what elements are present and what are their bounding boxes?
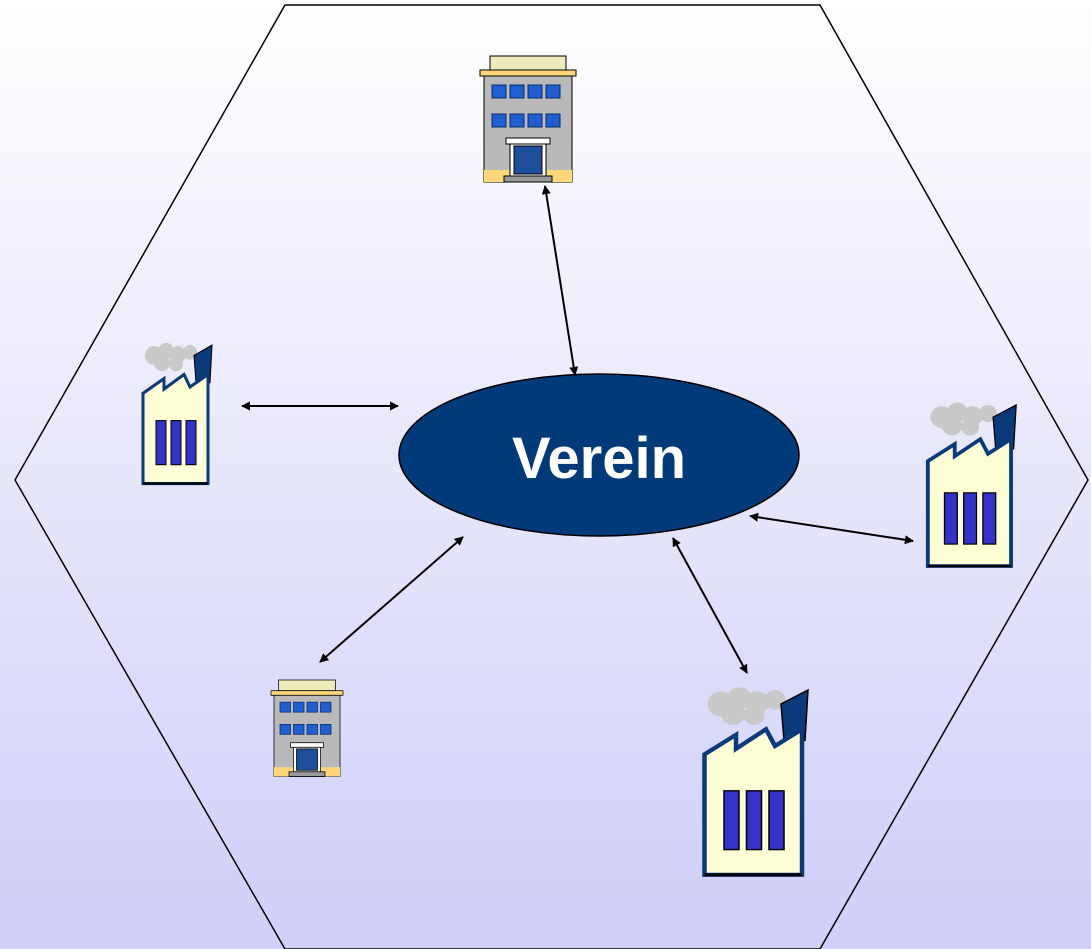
center-node: Verein (398, 373, 800, 537)
factory-icon (705, 687, 809, 875)
connection-arrow-top (541, 185, 579, 376)
office-building-icon (479, 55, 577, 183)
office-building-icon (270, 679, 344, 777)
connections (241, 185, 914, 674)
connection-arrow-bottom-left (319, 536, 464, 663)
factory-icon (925, 400, 1019, 568)
center-ellipse (398, 373, 800, 537)
center-label: Verein (512, 426, 686, 491)
hexagon-boundary (14, 4, 1089, 949)
connection-arrow-bottom-right (672, 537, 748, 674)
connection-arrow-right (749, 512, 914, 545)
factory-icon (141, 341, 214, 486)
